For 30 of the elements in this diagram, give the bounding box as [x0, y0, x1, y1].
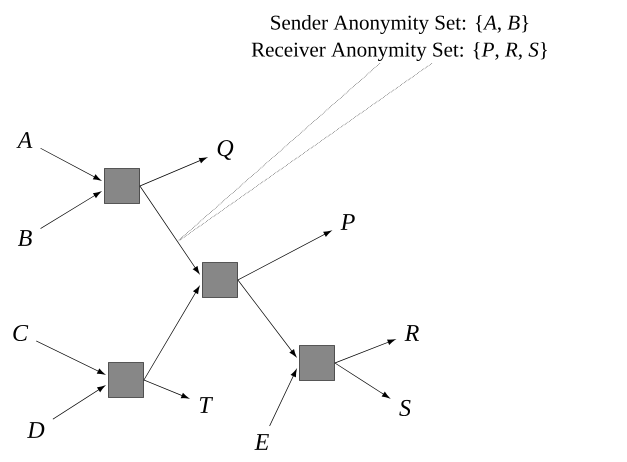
arrow: [52, 386, 106, 420]
endpoint-label: R: [404, 325, 419, 341]
mix-box: [104, 168, 140, 204]
arrow: [140, 186, 200, 274]
arrow: [334, 339, 396, 364]
arrow: [144, 286, 200, 380]
endpoint-label: C: [13, 324, 28, 342]
leader-line: [180, 62, 432, 240]
leader-line: [178, 62, 380, 242]
endpoint-label: T: [200, 397, 214, 413]
arrow: [334, 362, 390, 398]
arrow: [269, 369, 297, 426]
endpoint-label: B: [18, 230, 32, 246]
arrow: [40, 148, 102, 181]
mix-box: [202, 262, 238, 298]
arrow: [238, 230, 332, 280]
arrow: [144, 380, 189, 399]
endpoint-label: D: [27, 422, 44, 438]
endpoint-label: A: [16, 132, 32, 148]
endpoint-label: Q: [218, 140, 234, 160]
annotation-text: Sender Anonymity Set: {A, B} Receiver Anonymity Set: {P, R, S}: [252, 14, 547, 62]
arrow: [238, 280, 296, 358]
mix-box: [108, 362, 144, 398]
endpoint-label: S: [399, 400, 411, 416]
endpoint-label: P: [340, 214, 355, 230]
arrow: [40, 191, 102, 229]
arrow: [36, 340, 105, 375]
mix-box: [299, 345, 335, 381]
arrow: [140, 157, 207, 186]
endpoint-label: E: [254, 434, 269, 450]
